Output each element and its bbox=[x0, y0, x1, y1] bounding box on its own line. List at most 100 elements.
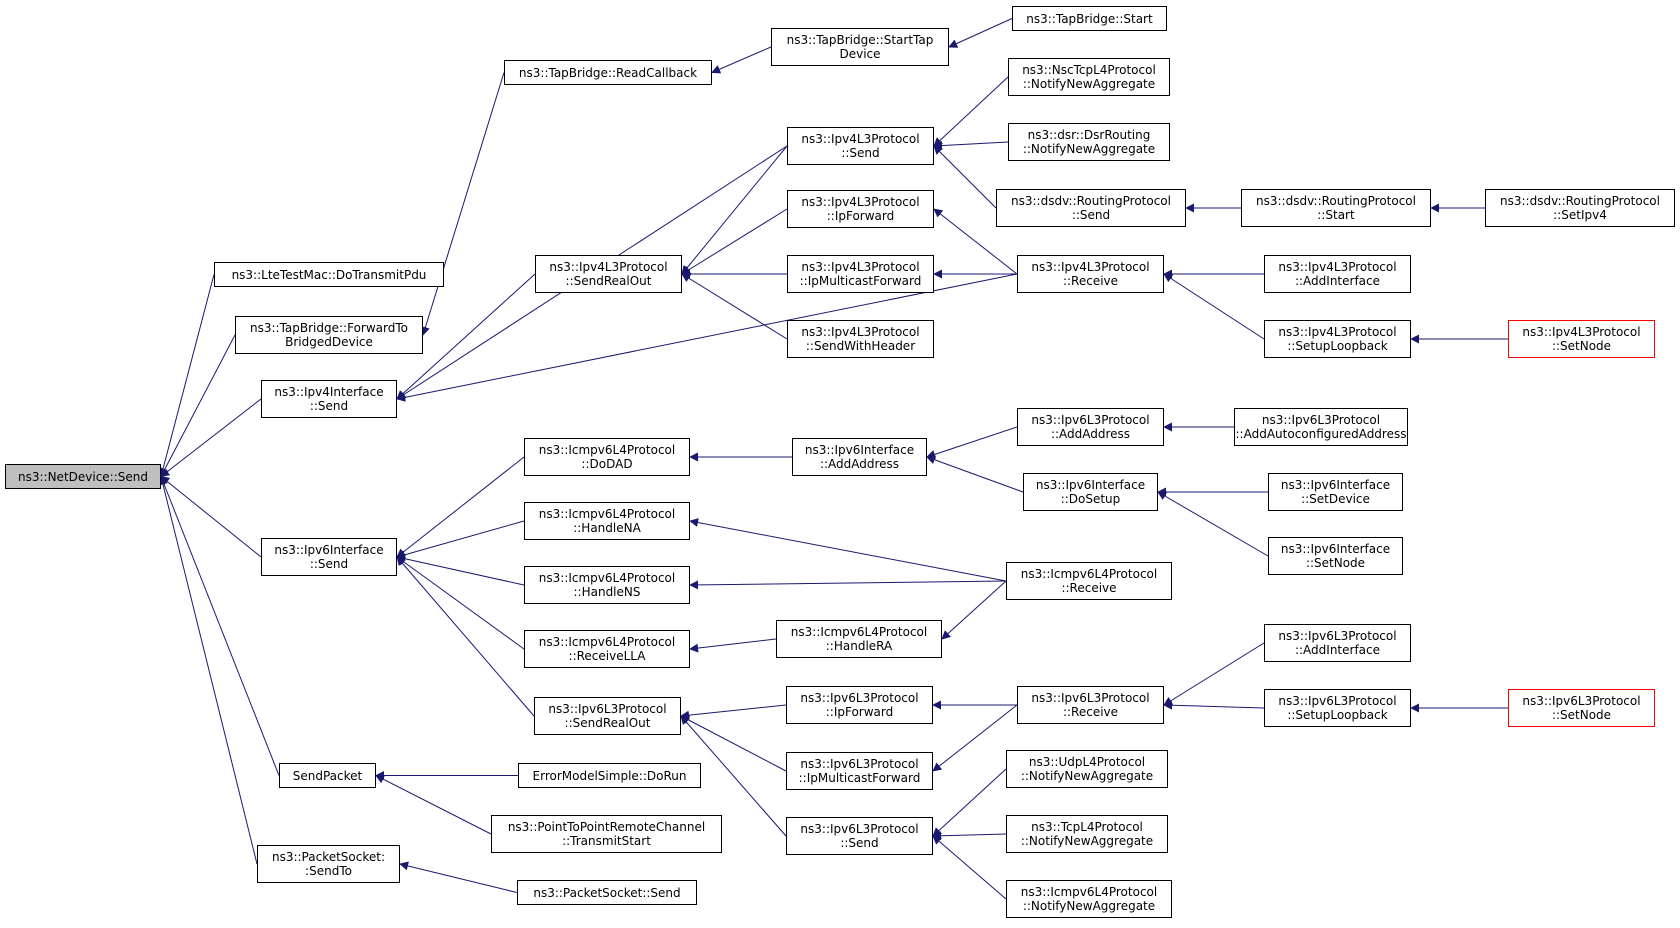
node-ip4fwd[interactable]: ns3::Ipv4L3Protocol::IpForward bbox=[787, 190, 934, 228]
edge-root-lte bbox=[158, 274, 215, 478]
node-readcb[interactable]: ns3::TapBridge::ReadCallback bbox=[504, 60, 712, 85]
edge-ip4recv-ip4setlb bbox=[1163, 273, 1265, 340]
node-ip6setlb[interactable]: ns3::Ipv6L3Protocol::SetupLoopback bbox=[1264, 689, 1411, 727]
node-label: ns3::Ipv4L3Protocol bbox=[801, 195, 920, 209]
node-ip4mfwd[interactable]: ns3::Ipv4L3Protocol::IpMulticastForward bbox=[787, 255, 934, 293]
node-psocksend[interactable]: ns3::PacketSocket::Send bbox=[517, 880, 697, 905]
node-icmpna[interactable]: ns3::Icmpv6L4Protocol::HandleNA bbox=[524, 502, 690, 540]
edge-root-psockto bbox=[158, 475, 258, 865]
node-label: ::AddAutoconfiguredAddress bbox=[1235, 427, 1407, 441]
node-label: ns3::TapBridge::Start bbox=[1026, 11, 1153, 26]
node-label: ::ReceiveLLA bbox=[568, 649, 646, 663]
node-icmplla[interactable]: ns3::Icmpv6L4Protocol::ReceiveLLA bbox=[524, 630, 690, 668]
node-ipv4if[interactable]: ns3::Ipv4Interface::Send bbox=[261, 380, 397, 418]
node-ip6autoadd[interactable]: ns3::Ipv6L3Protocol::AddAutoconfiguredAd… bbox=[1234, 408, 1408, 446]
node-icmpdad[interactable]: ns3::Icmpv6L4Protocol::DoDAD bbox=[524, 438, 690, 476]
node-tcp[interactable]: ns3::TcpL4Protocol::NotifyNewAggregate bbox=[1006, 815, 1168, 853]
edge-ip6ifadd-ip6l3add bbox=[926, 426, 1018, 459]
node-label: ::NotifyNewAggregate bbox=[1022, 77, 1156, 91]
node-label: ns3::Icmpv6L4Protocol bbox=[538, 635, 676, 649]
node-dsdvstart[interactable]: ns3::dsdv::RoutingProtocol::Start bbox=[1241, 189, 1431, 227]
node-udp[interactable]: ns3::UdpL4Protocol::NotifyNewAggregate bbox=[1006, 750, 1168, 788]
edge-ipv6if-icmpdad bbox=[396, 456, 525, 558]
edge-ip6sro-ip6send bbox=[680, 715, 787, 837]
node-sendpacket[interactable]: SendPacket bbox=[279, 763, 376, 788]
node-ip6send[interactable]: ns3::Ipv6L3Protocol::Send bbox=[786, 817, 933, 855]
node-ip4sro[interactable]: ns3::Ipv4L3Protocol::SendRealOut bbox=[535, 255, 682, 293]
node-label: ns3::Ipv6L3Protocol bbox=[1278, 694, 1397, 708]
edge-ip4sro-ip4send bbox=[681, 145, 788, 275]
node-label: ::Receive bbox=[1062, 274, 1119, 288]
node-ip4setnode[interactable]: ns3::Ipv4L3Protocol::SetNode bbox=[1508, 320, 1655, 358]
node-nsctcp[interactable]: ns3::NscTcpL4Protocol::NotifyNewAggregat… bbox=[1008, 58, 1170, 96]
node-ip6fwd[interactable]: ns3::Ipv6L3Protocol::IpForward bbox=[786, 686, 933, 724]
node-errmodel[interactable]: ErrorModelSimple::DoRun bbox=[518, 763, 701, 788]
node-ip6ifadd[interactable]: ns3::Ipv6Interface::AddAddress bbox=[792, 438, 927, 476]
node-ip6addif[interactable]: ns3::Ipv6L3Protocol::AddInterface bbox=[1264, 624, 1411, 662]
node-ip4addif[interactable]: ns3::Ipv4L3Protocol::AddInterface bbox=[1264, 255, 1411, 293]
node-ip4send[interactable]: ns3::Ipv4L3Protocol::Send bbox=[787, 127, 934, 165]
node-dsdvsend[interactable]: ns3::dsdv::RoutingProtocol::Send bbox=[996, 189, 1186, 227]
node-label: ::Receive bbox=[1061, 581, 1117, 595]
node-label: ::Start bbox=[1317, 208, 1355, 222]
node-ip4setlb[interactable]: ns3::Ipv4L3Protocol::SetupLoopback bbox=[1264, 320, 1411, 358]
edge-ip6mfwd-ip6recv bbox=[932, 704, 1018, 772]
edge-readcb-starttap bbox=[711, 46, 772, 74]
node-ip4swh[interactable]: ns3::Ipv4L3Protocol::SendWithHeader bbox=[787, 320, 934, 358]
node-ip6ifsetnode[interactable]: ns3::Ipv6Interface::SetNode bbox=[1268, 537, 1403, 575]
edge-ip4sro-ip4swh bbox=[681, 273, 788, 340]
edge-ip6recv-ip6addif bbox=[1163, 642, 1265, 706]
node-label: ::DoDAD bbox=[581, 457, 633, 471]
node-icmpns[interactable]: ns3::Icmpv6L4Protocol::HandleNS bbox=[524, 566, 690, 604]
node-label: ::Send bbox=[309, 557, 349, 571]
node-dsr[interactable]: ns3::dsr::DsrRouting::NotifyNewAggregate bbox=[1008, 123, 1170, 161]
node-label: ::IpMulticastForward bbox=[799, 274, 922, 288]
node-dsdvsetipv4[interactable]: ns3::dsdv::RoutingProtocol::SetIpv4 bbox=[1485, 189, 1675, 227]
node-ipv6if[interactable]: ns3::Ipv6Interface::Send bbox=[261, 538, 397, 576]
node-tbstart[interactable]: ns3::TapBridge::Start bbox=[1012, 6, 1167, 31]
node-ip6recv[interactable]: ns3::Ipv6L3Protocol::Receive bbox=[1017, 686, 1164, 724]
node-ip6setdev[interactable]: ns3::Ipv6Interface::SetDevice bbox=[1268, 473, 1403, 511]
node-ip6dosetup[interactable]: ns3::Ipv6Interface::DoSetup bbox=[1023, 473, 1158, 511]
node-ip4recv[interactable]: ns3::Ipv4L3Protocol::Receive bbox=[1017, 255, 1164, 293]
edge-ip6recv-ip6setlb bbox=[1163, 700, 1265, 710]
node-label: ::TransmitStart bbox=[562, 834, 651, 848]
edge-ip6ifadd-ip6dosetup bbox=[926, 455, 1024, 493]
node-label: ::IpForward bbox=[825, 705, 894, 719]
node-label: ns3::NetDevice::Send bbox=[18, 469, 148, 484]
node-icmprecv[interactable]: ns3::Icmpv6L4Protocol::Receive bbox=[1006, 562, 1172, 600]
node-label: ::NotifyNewAggregate bbox=[1020, 769, 1154, 783]
edge-starttap-tbstart bbox=[948, 18, 1013, 48]
node-psockto[interactable]: ns3::PacketSocket::SendTo bbox=[257, 845, 400, 883]
node-label: ::AddAddress bbox=[1050, 427, 1131, 441]
node-label: ::SetIpv4 bbox=[1553, 208, 1607, 222]
node-label: ::SetDevice bbox=[1301, 492, 1370, 506]
node-p2p[interactable]: ns3::PointToPointRemoteChannel::Transmit… bbox=[491, 815, 722, 853]
edge-ip4send-nsctcp bbox=[933, 76, 1009, 147]
edge-root-fwd bbox=[160, 334, 236, 478]
node-label: ns3::Icmpv6L4Protocol bbox=[1020, 885, 1158, 899]
node-icmpra[interactable]: ns3::Icmpv6L4Protocol::HandleRA bbox=[776, 620, 942, 658]
node-ip6l3add[interactable]: ns3::Ipv6L3Protocol::AddAddress bbox=[1017, 408, 1164, 446]
node-label: ns3::Ipv4L3Protocol bbox=[801, 325, 920, 339]
node-label: ::IpForward bbox=[826, 209, 895, 223]
node-label: ns3::NscTcpL4Protocol bbox=[1022, 63, 1156, 77]
edge-ipv6if-ip6sro bbox=[396, 556, 535, 717]
edge-ip4sro-ip4fwd bbox=[681, 208, 788, 275]
node-label: ns3::Icmpv6L4Protocol bbox=[538, 571, 676, 585]
node-icmpnna[interactable]: ns3::Icmpv6L4Protocol::NotifyNewAggregat… bbox=[1006, 880, 1172, 918]
node-ip6mfwd[interactable]: ns3::Ipv6L3Protocol::IpMulticastForward bbox=[786, 752, 933, 790]
node-label: ::SetNode bbox=[1551, 708, 1612, 722]
node-ip6sro[interactable]: ns3::Ipv6L3Protocol::SendRealOut bbox=[534, 697, 681, 735]
edge-fwd-readcb bbox=[421, 72, 505, 336]
node-label: ns3::dsdv::RoutingProtocol bbox=[1011, 194, 1171, 208]
node-label: :SendTo bbox=[305, 864, 352, 878]
node-label: ns3::Ipv4L3Protocol bbox=[801, 132, 920, 146]
node-label: ::Send bbox=[841, 146, 880, 160]
edge-sendpacket-p2p bbox=[375, 775, 492, 835]
node-ip6setnode[interactable]: ns3::Ipv6L3Protocol::SetNode bbox=[1508, 689, 1655, 727]
node-lte[interactable]: ns3::LteTestMac::DoTransmitPdu bbox=[214, 262, 444, 287]
node-label: ::HandleNA bbox=[573, 521, 641, 535]
